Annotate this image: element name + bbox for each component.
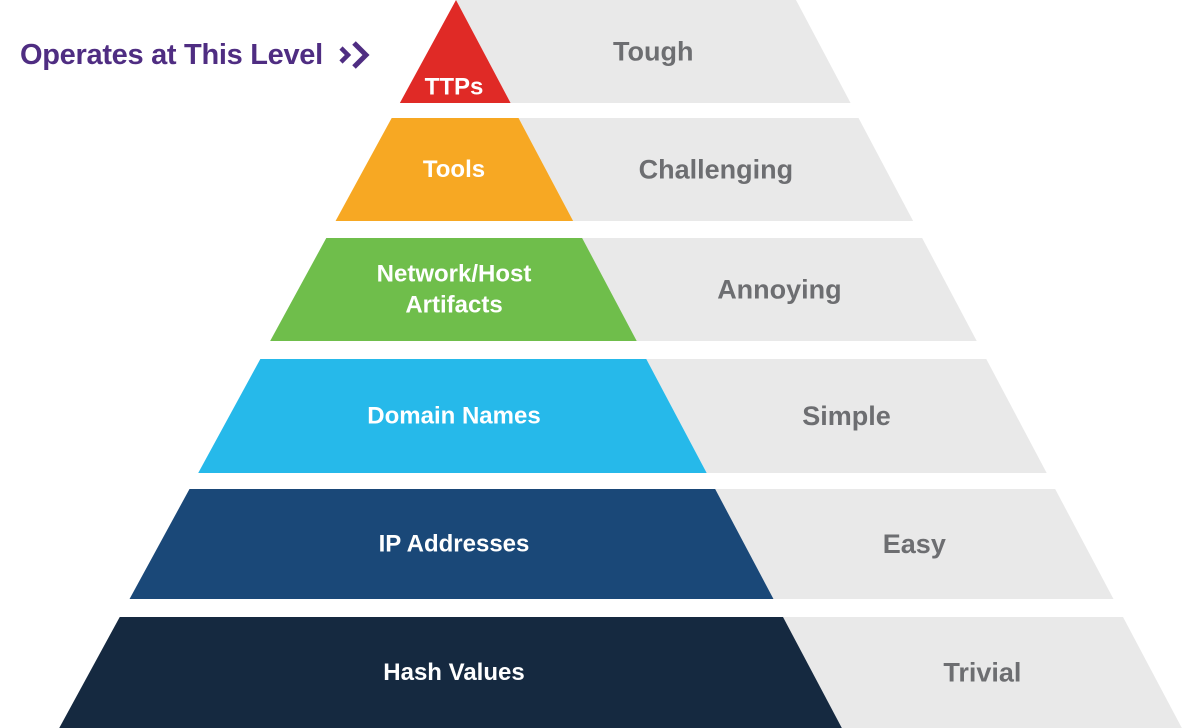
difficulty-band-ip-addresses xyxy=(715,489,1114,599)
level-shape-ttps xyxy=(399,0,511,103)
difficulty-band-network-host-artifacts xyxy=(582,238,977,341)
difficulty-label-hash-values: Trivial xyxy=(943,658,1021,688)
difficulty-band-ttps xyxy=(456,0,851,103)
level-shape-network-host-artifacts xyxy=(270,238,637,341)
level-shape-hash-values xyxy=(59,617,842,728)
difficulty-band-hash-values xyxy=(783,617,1182,728)
level-label-domain-names: Domain Names xyxy=(367,403,540,430)
double-chevron-right-icon xyxy=(339,41,370,69)
level-shape-ip-addresses xyxy=(129,489,774,599)
difficulty-label-domain-names: Simple xyxy=(802,401,891,431)
level-label-ttps: TTPs xyxy=(425,74,484,101)
operates-level-callout: Operates at This Level xyxy=(20,34,381,76)
level-label-tools: Tools xyxy=(423,156,485,183)
level-shape-domain-names xyxy=(198,359,707,473)
difficulty-label-ttps: Tough xyxy=(613,37,693,67)
level-label-hash-values: Hash Values xyxy=(383,659,524,686)
operates-level-label: Operates at This Level xyxy=(20,38,323,71)
level-label-ip-addresses: IP Addresses xyxy=(379,531,530,558)
difficulty-label-network-host-artifacts: Annoying xyxy=(717,275,841,305)
level-shape-tools xyxy=(335,118,574,221)
difficulty-band-domain-names xyxy=(646,359,1047,473)
difficulty-band-tools xyxy=(518,118,914,221)
difficulty-label-tools: Challenging xyxy=(639,155,794,185)
difficulty-label-ip-addresses: Easy xyxy=(883,529,946,559)
